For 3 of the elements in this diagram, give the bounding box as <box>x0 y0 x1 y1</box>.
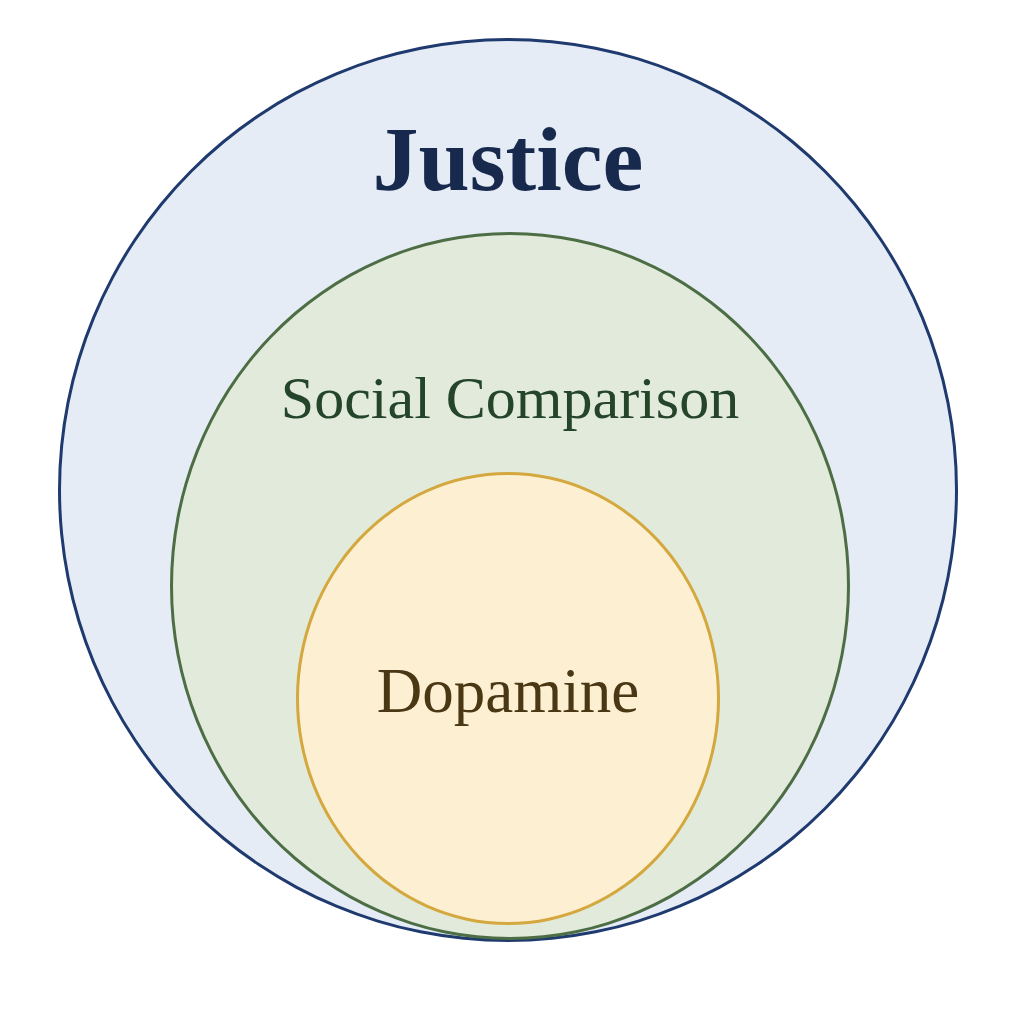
circle-label: Social Comparison <box>280 365 740 431</box>
circle-label: Justice <box>372 109 644 211</box>
circle-label: Dopamine <box>376 657 640 727</box>
